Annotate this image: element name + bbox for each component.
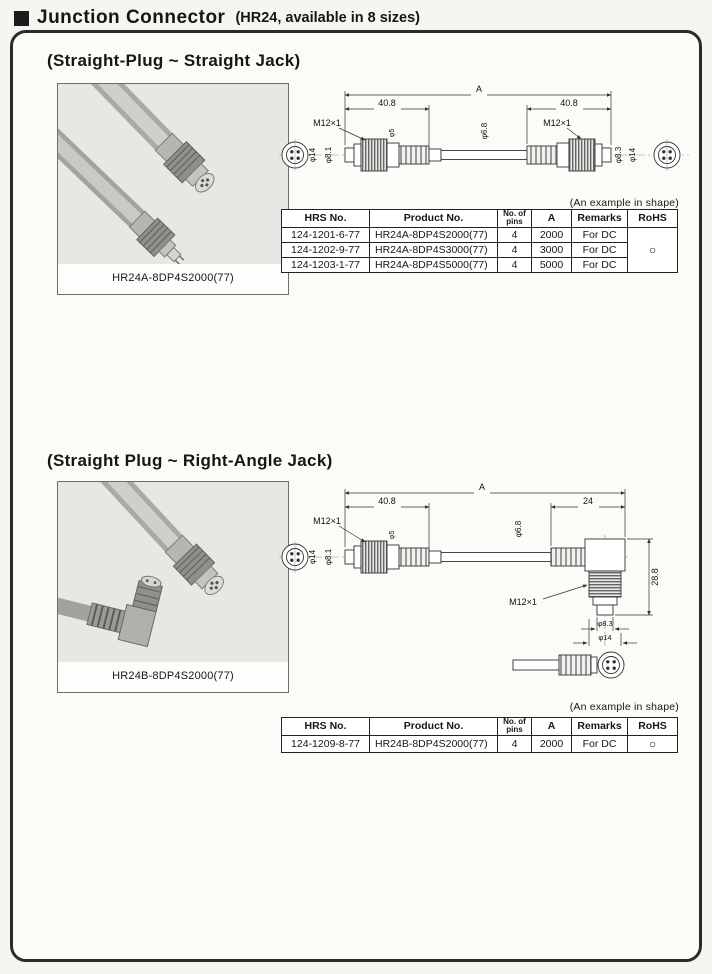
- plug-end-view: [281, 139, 309, 171]
- dim-cable-dia: φ6.8: [480, 122, 489, 139]
- dimension-lines: [338, 489, 653, 646]
- cell-hrs-no: 124-1202-9-77: [281, 241, 370, 258]
- cell-a: 2000: [531, 226, 572, 243]
- dimension-lines: [338, 91, 612, 147]
- dim-elbow-height: 28.8: [650, 568, 660, 586]
- cell-product-no: HR24A-8DP4S5000(77): [369, 256, 498, 273]
- col-header-product-no: Product No.: [369, 717, 498, 736]
- photo-jack-cable: [90, 84, 215, 193]
- cell-remarks: For DC: [571, 226, 628, 243]
- content-frame: (Straight-Plug ~ Straight Jack): [10, 30, 702, 962]
- shape-note: (An example in shape): [569, 701, 679, 713]
- spec-table-straight-straight: HRS No. Product No. No. of pins A Remark…: [281, 209, 678, 273]
- dim-jack-length: 40.8: [560, 98, 578, 108]
- dim-plug-tip-dia: φ8.1: [324, 146, 333, 163]
- cell-remarks: For DC: [571, 241, 628, 258]
- photo-jack-cable: [100, 482, 224, 596]
- dim-thread-left: M12×1: [313, 516, 341, 526]
- photo-plug-cable: [58, 128, 185, 264]
- photo-box-straight-rightangle: HR24B-8DP4S2000(77): [57, 481, 289, 693]
- jack-end-view-bottom: [512, 651, 625, 679]
- cell-product-no: HR24B-8DP4S2000(77): [369, 734, 498, 753]
- cell-pins: 4: [497, 241, 532, 258]
- cell-hrs-no: 124-1203-1-77: [281, 256, 370, 273]
- spec-table-straight-rightangle: HRS No. Product No. No. of pins A Remark…: [281, 717, 678, 753]
- dim-plug-length: 40.8: [378, 98, 396, 108]
- straight-jack-side-view: [526, 138, 612, 172]
- dim-inner-dia: φ5: [389, 129, 396, 138]
- table-row: 124-1202-9-77 HR24A-8DP4S3000(77) 4 3000…: [281, 241, 678, 258]
- cell-product-no: HR24A-8DP4S2000(77): [369, 226, 498, 243]
- straight-plug-side-view: [344, 540, 552, 574]
- photo-caption: HR24A-8DP4S2000(77): [58, 264, 288, 294]
- dim-thread-right: M12×1: [543, 118, 571, 128]
- table-header-row: HRS No. Product No. No. of pins A Remark…: [281, 717, 678, 736]
- cell-pins: 4: [497, 256, 532, 273]
- dimension-drawing-straight-straight: A 40.8 40.8 M12×1 M12×1 φ6.8 φ14 φ8.1 φ5…: [279, 84, 689, 172]
- section-heading-straight-straight: (Straight-Plug ~ Straight Jack): [47, 51, 301, 70]
- jack-end-view: [653, 139, 681, 171]
- page-title: Junction Connector (HR24, available in 8…: [14, 7, 420, 29]
- table-row: 124-1209-8-77 HR24B-8DP4S2000(77) 4 2000…: [281, 734, 678, 753]
- table-row: 124-1203-1-77 HR24A-8DP4S5000(77) 4 5000…: [281, 256, 678, 273]
- dim-plug-body-dia: φ14: [308, 549, 317, 564]
- cell-a: 2000: [531, 734, 572, 753]
- dimension-drawing-straight-rightangle: A 40.8 24 M12×1 φ6.8 φ14 φ8.1 φ5 28.8 M1…: [279, 482, 660, 679]
- dim-plug-length: 40.8: [378, 496, 396, 506]
- cell-pins: 4: [497, 734, 532, 753]
- cell-remarks: For DC: [571, 734, 628, 753]
- col-header-remarks: Remarks: [571, 717, 628, 736]
- col-header-pins: No. of pins: [497, 717, 532, 736]
- col-header-a: A: [531, 717, 572, 736]
- right-angle-jack-side-view: [550, 538, 626, 616]
- page-title-text: Junction Connector: [37, 7, 226, 28]
- col-header-hrs-no: HRS No.: [281, 209, 370, 228]
- col-header-remarks: Remarks: [571, 209, 628, 228]
- dim-thread-elbow: M12×1: [509, 597, 537, 607]
- col-header-rohs: RoHS: [627, 209, 678, 228]
- dim-elbow-body-dia: φ14: [598, 633, 611, 642]
- photo-box-straight-straight: HR24A-8DP4S2000(77): [57, 83, 289, 295]
- col-header-hrs-no: HRS No.: [281, 717, 370, 736]
- col-header-rohs: RoHS: [627, 717, 678, 736]
- dim-elbow-width: 24: [583, 496, 593, 506]
- dim-plug-body-dia: φ14: [308, 147, 317, 162]
- cell-a: 3000: [531, 241, 572, 258]
- shape-note: (An example in shape): [569, 197, 679, 209]
- product-photo-straight-straight: [58, 84, 288, 264]
- cell-remarks: For DC: [571, 256, 628, 273]
- straight-plug-side-view: [344, 138, 528, 172]
- section-heading-straight-rightangle: (Straight Plug ~ Right-Angle Jack): [47, 451, 333, 470]
- photo-right-angle-plug: [58, 575, 163, 648]
- dim-jack-tip-dia: φ8.3: [614, 146, 623, 163]
- dim-jack-body-dia: φ14: [628, 147, 637, 162]
- table-row: 124-1201-6-77 HR24A-8DP4S2000(77) 4 2000…: [281, 226, 678, 273]
- cell-hrs-no: 124-1209-8-77: [281, 734, 370, 753]
- dim-thread-left: M12×1: [313, 118, 341, 128]
- dim-overall-length: A: [479, 482, 485, 492]
- dim-elbow-tip-dia: φ8.3: [597, 619, 612, 628]
- dim-plug-tip-dia: φ8.1: [324, 548, 333, 565]
- cell-pins: 4: [497, 226, 532, 243]
- dim-overall-length: A: [476, 84, 482, 94]
- cell-rohs: ○: [627, 226, 678, 273]
- cell-rohs: ○: [627, 734, 678, 753]
- col-header-product-no: Product No.: [369, 209, 498, 228]
- section-marker-icon: [14, 10, 29, 26]
- photo-caption: HR24B-8DP4S2000(77): [58, 662, 288, 692]
- table-header-row: HRS No. Product No. No. of pins A Remark…: [281, 209, 678, 228]
- plug-end-view: [281, 541, 309, 573]
- col-header-a: A: [531, 209, 572, 228]
- cell-a: 5000: [531, 256, 572, 273]
- page-title-subtitle: (HR24, available in 8 sizes): [235, 10, 421, 26]
- product-photo-straight-rightangle: [58, 482, 288, 662]
- cell-hrs-no: 124-1201-6-77: [281, 226, 370, 243]
- dim-cable-dia: φ6.8: [514, 520, 523, 537]
- col-header-pins: No. of pins: [497, 209, 532, 228]
- cell-product-no: HR24A-8DP4S3000(77): [369, 241, 498, 258]
- dim-inner-dia: φ5: [389, 531, 396, 540]
